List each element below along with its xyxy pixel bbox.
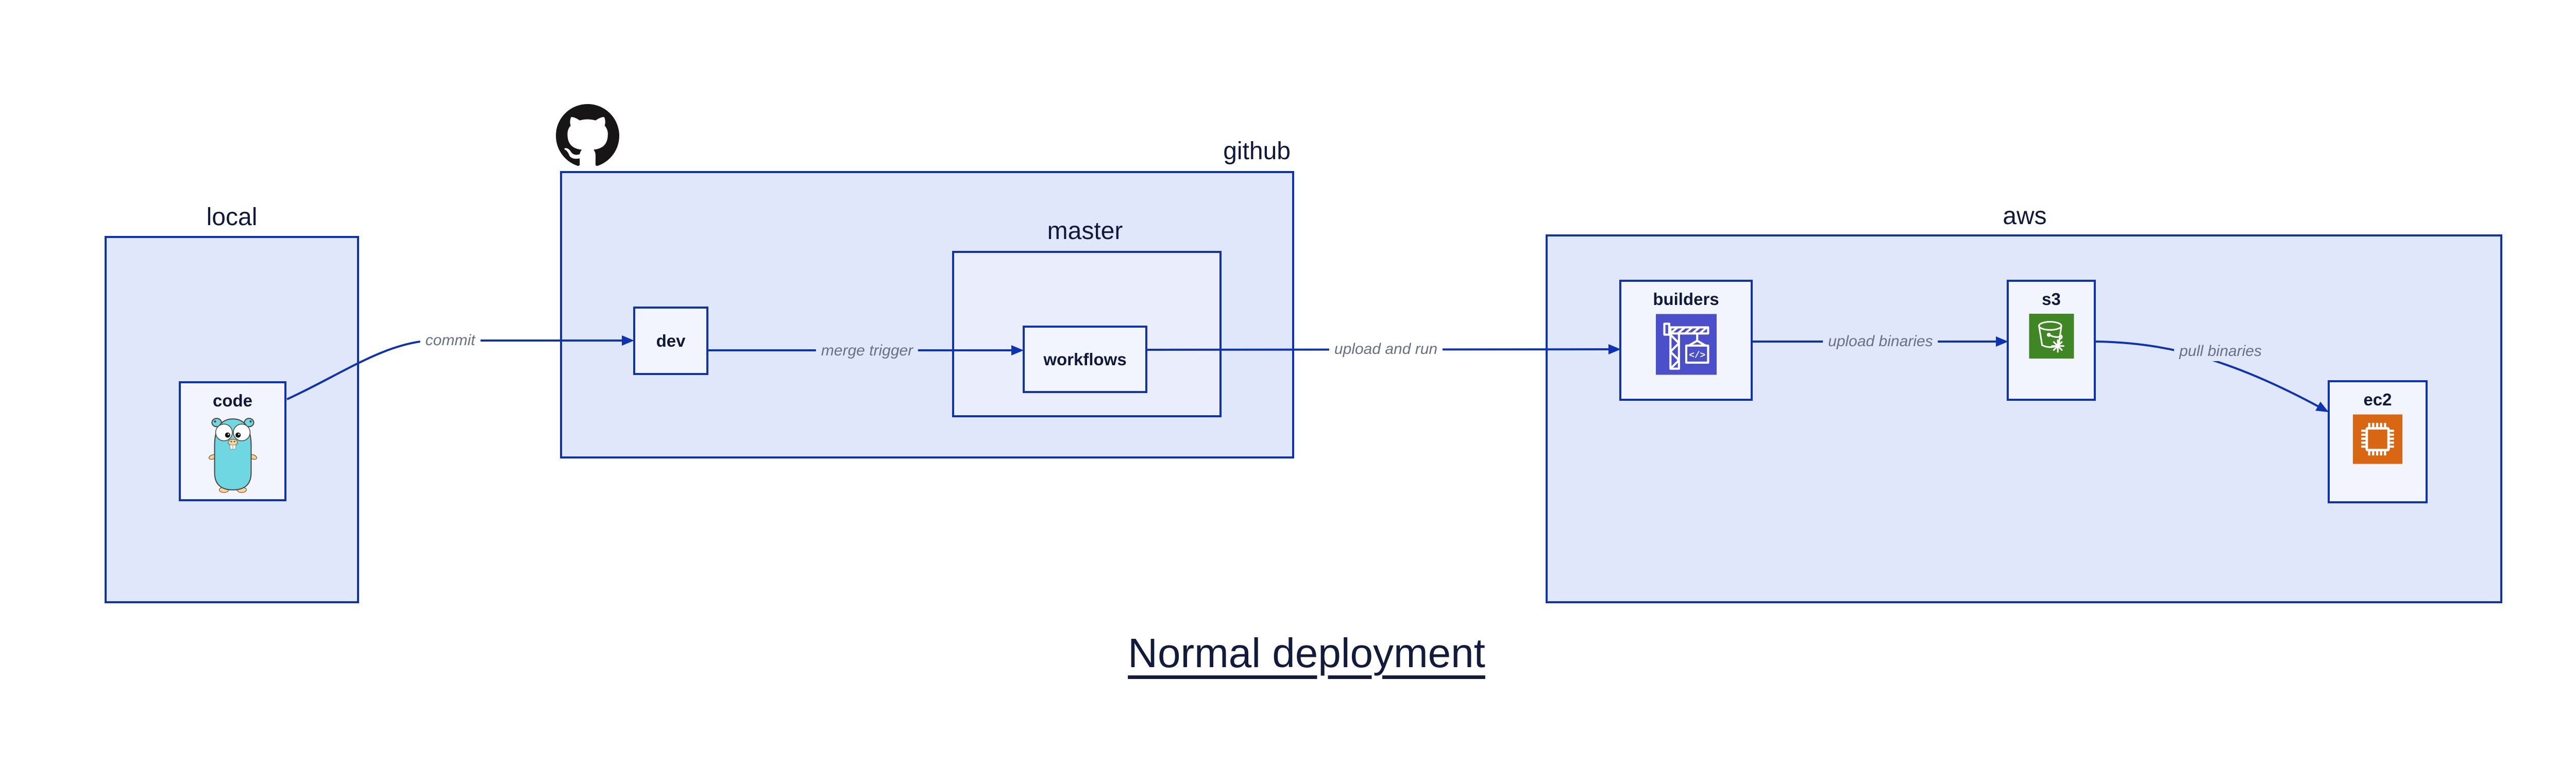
github-octocat-logo (556, 104, 619, 166)
aws-s3-glacier-icon (2029, 314, 2074, 359)
container-label-github: github (1223, 138, 1291, 165)
node-label-builders: builders (1653, 290, 1719, 309)
node-dev: dev (633, 307, 708, 375)
node-s3: s3 (2007, 280, 2096, 401)
node-code: code (179, 381, 286, 501)
diagram-title: Normal deployment (1128, 630, 1485, 676)
node-label-dev: dev (656, 331, 686, 350)
node-label-ec2: ec2 (2363, 390, 2392, 409)
edge-label-upload-and-run: upload and run (1329, 339, 1443, 359)
container-label-local: local (206, 203, 258, 231)
edge-label-merge-trigger: merge trigger (816, 341, 919, 361)
go-gopher-icon (208, 418, 257, 493)
node-label-workflows: workflows (1043, 349, 1127, 369)
svg-text:</>: </> (1689, 350, 1705, 361)
node-builders: builders </> (1619, 280, 1753, 401)
node-ec2: ec2 (2328, 380, 2428, 503)
node-label-s3: s3 (2042, 290, 2061, 309)
edge-label-commit: commit (420, 331, 481, 350)
edge-label-pull-binaries: pull binaries (2174, 342, 2267, 361)
node-label-code: code (212, 391, 253, 410)
aws-ec2-icon (2353, 414, 2402, 464)
edge-label-upload-binaries: upload binaries (1823, 332, 1938, 351)
node-workflows: workflows (1023, 326, 1147, 393)
container-label-master: master (1047, 217, 1123, 245)
container-label-aws: aws (2003, 202, 2047, 230)
aws-codebuild-icon: </> (1655, 314, 1717, 375)
